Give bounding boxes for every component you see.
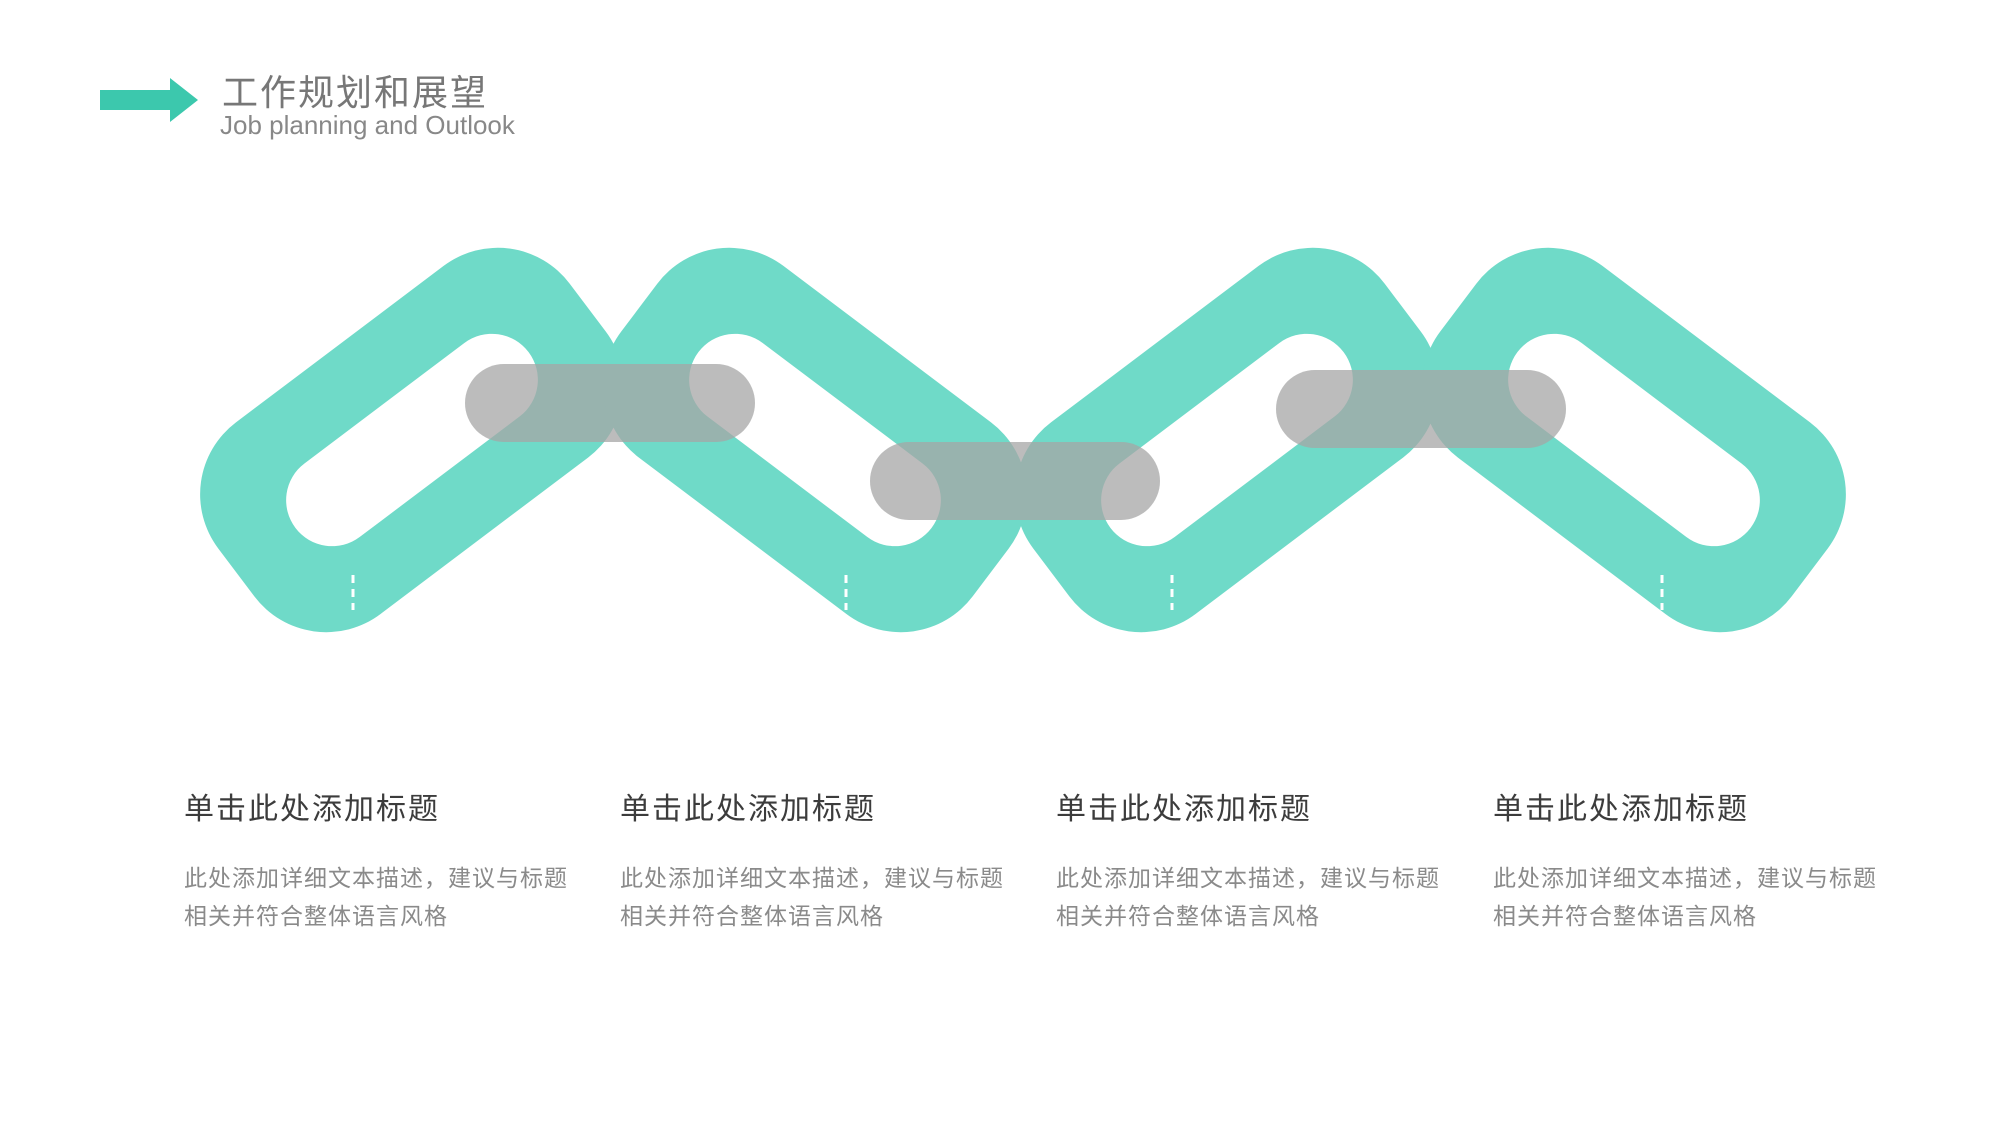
card-description[interactable]: 此处添加详细文本描述，建议与标题相关并符合整体语言风格 [1056, 866, 1440, 930]
card-title[interactable]: 单击此处添加标题 [620, 792, 876, 827]
info-card-4: 单击此处添加标题 此处添加详细文本描述，建议与标题相关并符合整体语言风格 [1493, 790, 1893, 936]
page-title: 工作规划和展望 [222, 73, 489, 114]
info-card-3: 单击此处添加标题 此处添加详细文本描述，建议与标题相关并符合整体语言风格 [1056, 790, 1456, 936]
info-card-2: 单击此处添加标题 此处添加详细文本描述，建议与标题相关并符合整体语言风格 [620, 790, 1020, 936]
info-card-1: 单击此处添加标题 此处添加详细文本描述，建议与标题相关并符合整体语言风格 [184, 790, 584, 936]
connector-1 [465, 364, 755, 442]
connector-3 [1276, 370, 1566, 448]
card-title[interactable]: 单击此处添加标题 [1493, 792, 1749, 827]
card-title[interactable]: 单击此处添加标题 [184, 792, 440, 827]
page-subtitle: Job planning and Outlook [220, 110, 515, 140]
card-title[interactable]: 单击此处添加标题 [1056, 792, 1312, 827]
card-description[interactable]: 此处添加详细文本描述，建议与标题相关并符合整体语言风格 [1493, 866, 1877, 930]
arrow-right-icon [100, 78, 198, 122]
connector-2 [870, 442, 1160, 520]
card-description[interactable]: 此处添加详细文本描述，建议与标题相关并符合整体语言风格 [620, 866, 1004, 930]
card-description[interactable]: 此处添加详细文本描述，建议与标题相关并符合整体语言风格 [184, 866, 568, 930]
slide-header: 工作规划和展望 Job planning and Outlook [100, 62, 700, 152]
